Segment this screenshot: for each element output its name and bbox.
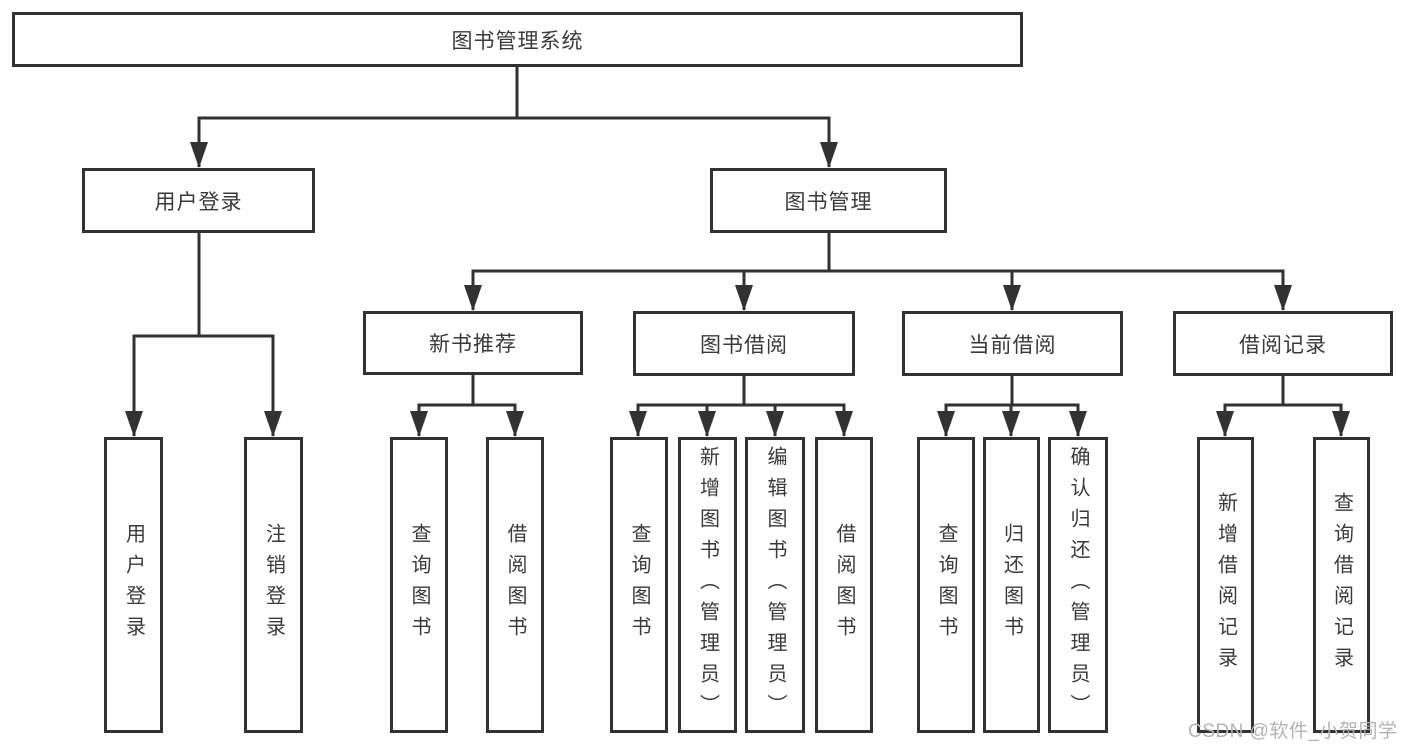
- leaf-query-books-borrow: 查询图书: [610, 437, 668, 733]
- leaf-edit-books-admin: 编辑图书（管理员）: [745, 437, 805, 733]
- node-book-management-group: 图书管理: [710, 168, 947, 233]
- node-label: 图书管理: [784, 190, 873, 214]
- leaf-query-books-recommend: 查询图书: [390, 437, 448, 733]
- node-label: 当前借阅: [968, 333, 1057, 357]
- node-label: 图书管理系统: [451, 29, 584, 53]
- node-library-management-system: 图书管理系统: [12, 12, 1023, 67]
- node-book-borrowing: 图书借阅: [633, 311, 855, 376]
- leaf-query-borrow-record: 查询借阅记录: [1313, 437, 1370, 733]
- leaf-add-books-admin: 新增图书（管理员）: [678, 437, 737, 733]
- node-borrowing-records: 借阅记录: [1173, 311, 1393, 376]
- leaf-borrow-books-recommend: 借阅图书: [486, 437, 544, 733]
- node-new-book-recommend: 新书推荐: [363, 311, 583, 375]
- node-label: 用户登录: [154, 190, 243, 214]
- leaf-return-books: 归还图书: [983, 437, 1040, 733]
- leaf-user-login: 用户登录: [104, 437, 163, 733]
- leaf-logout: 注销登录: [244, 437, 303, 733]
- node-user-login-group: 用户登录: [82, 168, 315, 233]
- leaf-add-borrow-record: 新增借阅记录: [1197, 437, 1254, 733]
- csdn-watermark: CSDN @软件_小贺同学: [1188, 721, 1398, 742]
- node-label: 图书借阅: [700, 333, 788, 357]
- leaf-confirm-return-admin: 确认归还（管理员）: [1048, 437, 1108, 733]
- leaf-query-books-current: 查询图书: [917, 437, 975, 733]
- node-current-borrowing: 当前借阅: [902, 311, 1123, 376]
- node-label: 新书推荐: [429, 333, 517, 356]
- node-label: 借阅记录: [1239, 333, 1327, 357]
- leaf-borrow-books: 借阅图书: [815, 437, 873, 733]
